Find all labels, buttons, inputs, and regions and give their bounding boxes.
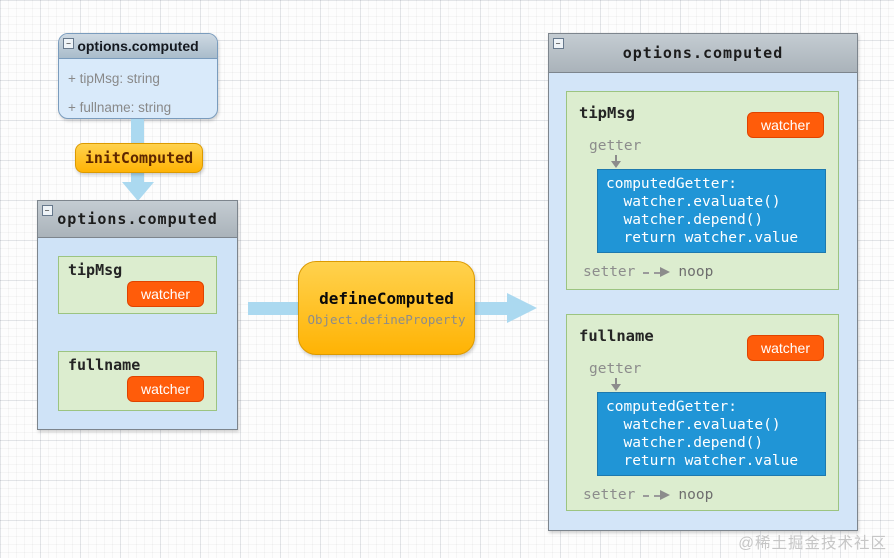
computed-getter-code-box: computedGetter: watcher.evaluate() watch… [597,392,826,476]
right-arrow-head-icon [507,293,537,323]
entry-name: tipMsg [579,104,635,122]
left-entry-tipmsg: tipMsg watcher [58,256,217,314]
entry-header: fullname watcher [567,315,838,361]
getter-down-arrow-icon [611,155,621,168]
collapse-icon: − [42,205,53,216]
define-computed-title: defineComputed [319,289,454,308]
code-line: watcher.depend() [606,212,764,228]
right-entry-fullname: fullname watcher getter computedGetter: … [566,314,839,511]
collapse-icon: − [553,38,564,49]
watcher-badge: watcher [126,281,204,307]
code-line: watcher.depend() [606,435,764,451]
down-arrow-head-icon [122,182,154,201]
right-box-header: − options.computed [549,34,857,73]
setter-row: setter noop [583,264,838,280]
options-computed-right-box: − options.computed tipMsg watcher getter… [548,33,858,531]
code-line: watcher.evaluate() [606,417,781,433]
code-line: computedGetter: [606,176,737,192]
setter-label: setter [583,487,636,503]
getter-label: getter [589,361,642,377]
options-computed-left-box: − options.computed tipMsg watcher fullna… [37,200,238,430]
setter-row: setter noop [583,487,838,503]
left-box-title: options.computed [57,210,218,228]
class-field-fullname: + fullname: string [68,100,172,115]
class-box-body: + tipMsg: string + fullname: string [59,59,217,127]
code-line: return watcher.value [606,453,799,469]
entry-name: fullname [579,327,654,345]
init-computed-label: initComputed [84,149,194,167]
getter-down-arrow-icon [611,378,621,391]
left-entry-fullname: fullname watcher [58,351,217,411]
watcher-badge: watcher [746,335,824,361]
left-box-header: − options.computed [38,201,237,238]
class-box-options-computed: − options.computed + tipMsg: string + fu… [58,33,218,119]
class-box-title: options.computed [77,38,199,54]
init-computed-node: initComputed [75,143,203,173]
right-entry-tipmsg: tipMsg watcher getter computedGetter: wa… [566,91,839,290]
code-line: watcher.evaluate() [606,194,781,210]
entry-header: tipMsg watcher [567,92,838,138]
collapse-icon: − [63,38,74,49]
noop-label: noop [678,487,714,503]
computed-getter-code-box: computedGetter: watcher.evaluate() watch… [597,169,826,253]
getter-label: getter [589,138,642,154]
define-computed-node: defineComputed Object.defineProperty [298,261,475,355]
entry-name: fullname [68,356,141,374]
code-line: computedGetter: [606,399,737,415]
watcher-badge: watcher [746,112,824,138]
code-line: return watcher.value [606,230,799,246]
watermark: @稀土掘金技术社区 [738,535,887,552]
setter-label: setter [583,264,636,280]
dashed-arrow-icon [643,489,671,501]
define-computed-subtitle: Object.defineProperty [307,312,466,327]
class-box-header: − options.computed [59,34,217,59]
watcher-badge: watcher [126,376,204,402]
class-field-tipmsg: + tipMsg: string [68,71,160,86]
right-box-title: options.computed [622,44,784,62]
noop-label: noop [678,264,714,280]
entry-name: tipMsg [68,261,123,279]
dashed-arrow-icon [643,266,671,278]
